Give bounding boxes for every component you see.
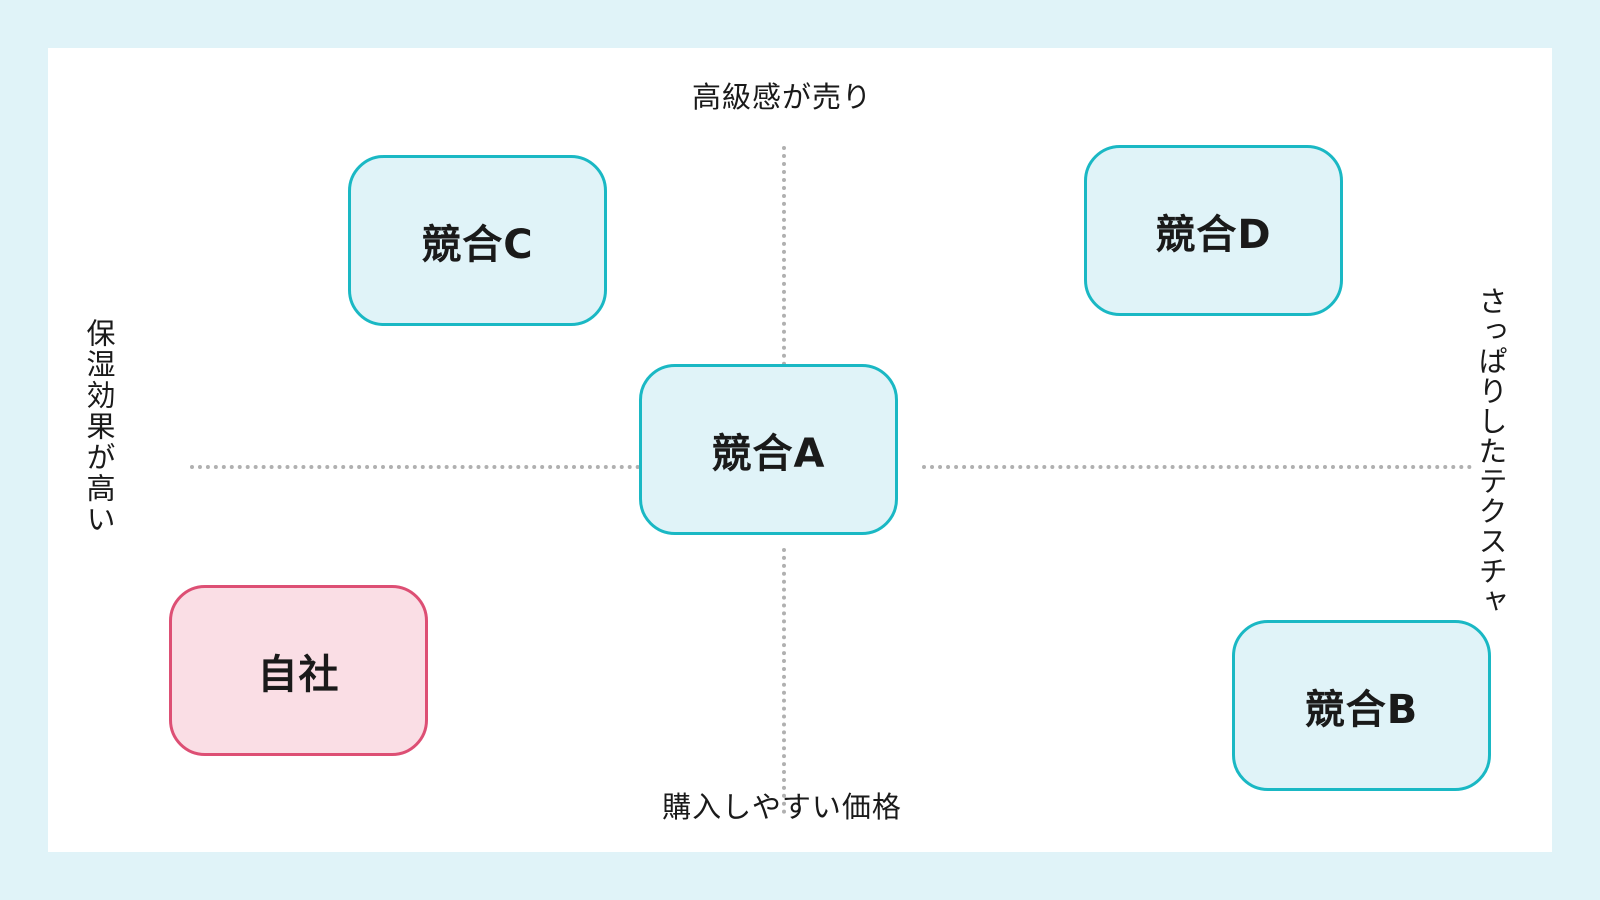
axis-label-top: 高級感が売り: [691, 80, 873, 114]
positioning-map: 高級感が売り 購入しやすい価格 保湿効果が高い さっぱりしたテクスチャ 競合C …: [48, 48, 1552, 852]
competitor-a-box: 競合A: [639, 364, 898, 535]
axis-label-right: さっぱりしたテクスチャ: [1474, 286, 1508, 616]
axis-label-left: 保湿効果が高い: [82, 318, 116, 535]
competitor-d-box: 競合D: [1084, 145, 1343, 316]
axis-label-bottom: 購入しやすい価格: [662, 790, 902, 824]
own-company-box: 自社: [169, 585, 428, 756]
horizontal-axis-left: [190, 465, 696, 469]
competitor-c-box: 競合C: [348, 155, 607, 326]
horizontal-axis-right: [922, 465, 1472, 469]
competitor-b-box: 競合B: [1232, 620, 1491, 791]
vertical-axis-bottom: [782, 548, 786, 814]
vertical-axis-top: [782, 146, 786, 414]
